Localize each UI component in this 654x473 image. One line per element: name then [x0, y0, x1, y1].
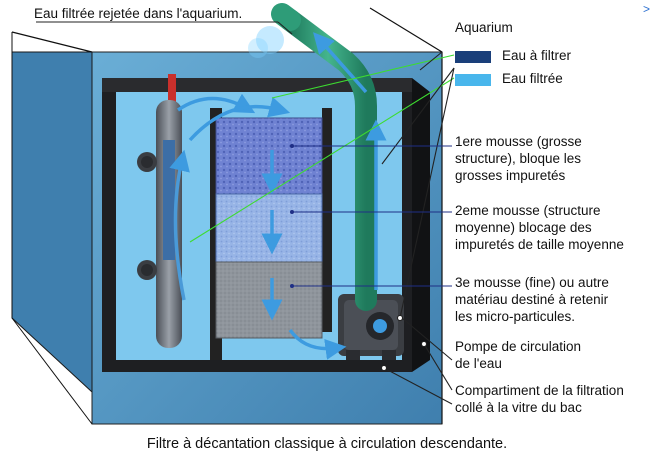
pump	[338, 294, 404, 360]
label-compartment-line2: collé à la vitre du bac	[455, 400, 582, 415]
label-foam-medium-line2: moyenne) blocage des	[455, 220, 592, 235]
return-pipe	[248, 3, 377, 311]
legend-label-water-to-filter: Eau à filtrer	[502, 48, 572, 63]
label-foam-coarse-line2: structure), bloque les	[455, 151, 582, 166]
pointer-lines	[36, 21, 455, 405]
label-pump-line1: Pompe de circulation	[455, 339, 582, 354]
label-foam-coarse-line3: grosses impuretés	[455, 168, 566, 183]
label-foam-fine-line3: les micro-particules.	[455, 309, 576, 324]
legend-label-filtered-water: Eau filtrée	[502, 71, 563, 86]
corner-chevron-icon: >	[642, 2, 650, 16]
label-compartment-line1: Compartiment de la filtration	[455, 383, 624, 398]
label-filtered-water-returned: Eau filtrée rejetée dans l'aquarium.	[34, 6, 243, 21]
flow-arrows	[169, 32, 387, 360]
label-foam-fine-line2: matériau destiné à retenir	[455, 292, 609, 307]
foam-medium	[215, 193, 323, 263]
legend-swatch-filtered-water	[455, 74, 491, 86]
label-aquarium: Aquarium	[455, 20, 513, 35]
label-pump-line2: de l'eau	[455, 356, 502, 371]
foam-fine	[215, 261, 323, 339]
label-foam-medium-line3: impuretés de taille moyenne	[455, 237, 624, 252]
foam-coarse	[215, 117, 323, 195]
diagram-caption: Filtre à décantation classique à circula…	[146, 436, 508, 452]
label-foam-fine-line1: 3e mousse (fine) ou autre	[455, 275, 609, 290]
label-foam-coarse-line1: 1ere mousse (grosse	[455, 134, 582, 149]
legend-swatch-water-to-filter	[455, 51, 491, 63]
label-foam-medium-line1: 2eme mousse (structure	[455, 203, 601, 218]
foam-stack	[215, 117, 323, 339]
